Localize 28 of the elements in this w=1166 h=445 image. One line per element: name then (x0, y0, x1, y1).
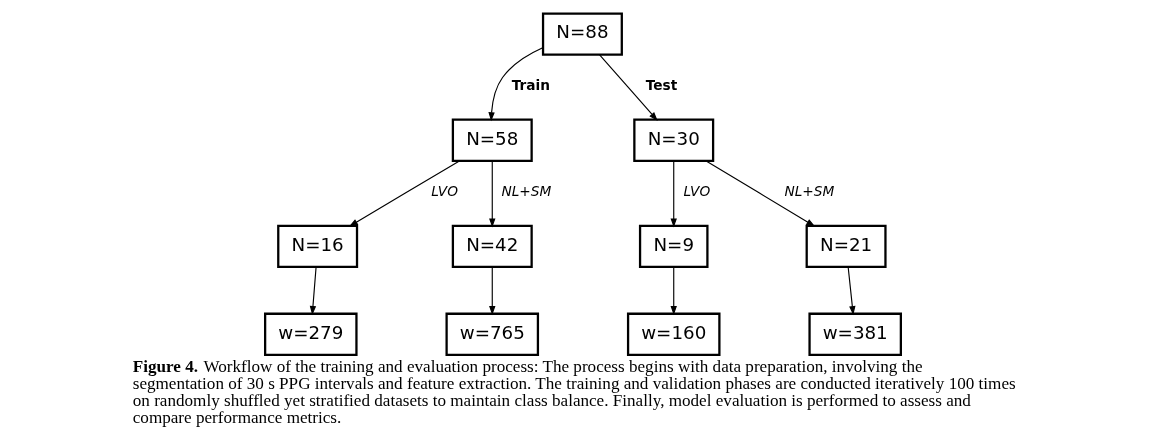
arrow (670, 159, 677, 228)
edge-label: NL+SM (784, 182, 835, 199)
arrow (488, 46, 544, 121)
arrow (348, 159, 460, 227)
edge-label: Train (511, 76, 550, 93)
edge-label: LVO (683, 182, 711, 199)
node-box: N=9 (638, 224, 709, 268)
edge-label: NL+SM (501, 182, 552, 199)
node-box: w=381 (808, 312, 902, 356)
arrow (670, 265, 677, 315)
edge-label: LVO (431, 182, 458, 199)
edge-label: Test (645, 76, 678, 93)
arrow (705, 159, 816, 227)
arrow (847, 265, 856, 315)
node-box: N=16 (277, 224, 359, 268)
node-box: N=88 (541, 11, 623, 56)
arrow (309, 265, 317, 315)
node-box: w=279 (264, 312, 358, 356)
arrow (599, 53, 658, 121)
arrow (489, 265, 496, 315)
node-box: w=160 (626, 312, 721, 356)
node-box: N=30 (633, 118, 715, 162)
arrow (489, 159, 496, 228)
node-box: w=765 (445, 312, 540, 356)
caption: Figure 4. Workflow of the training and evaluation process: The process begins with data preparation, involving the segmentation of 30 s PPG intervals and feature extraction. The training and validation phases are conducted iteratively 100 times on randomly shuffled yet stratified datasets to maintain class balance. Finally, model evaluation is performed to assess and compare performance metrics. (132, 356, 1016, 427)
node-box: N=58 (451, 118, 533, 162)
node-box: N=21 (805, 224, 887, 268)
node-box: N=42 (451, 224, 533, 268)
